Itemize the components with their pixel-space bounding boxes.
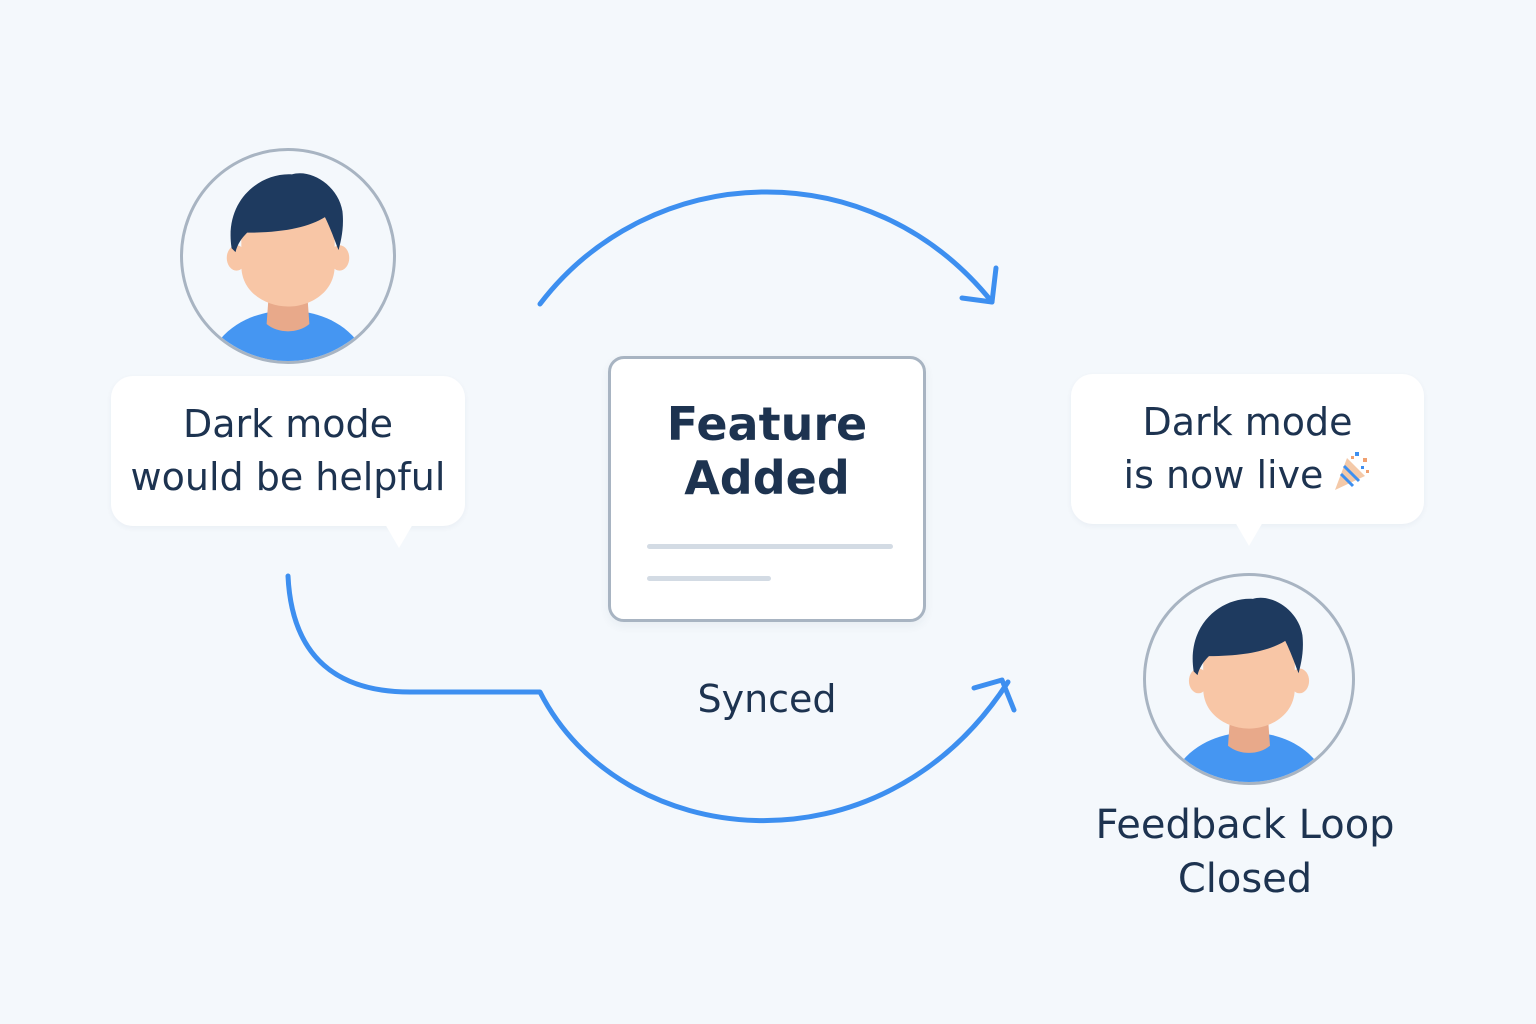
feature-added-card: Feature Added — [608, 356, 926, 622]
card-placeholder-line-short — [647, 576, 771, 581]
feature-title-line-1: Feature — [666, 397, 868, 451]
bubble-tail — [385, 524, 413, 548]
notified-user-avatar — [1143, 573, 1355, 785]
request-line-2: would be helpful — [130, 455, 446, 499]
closed-line-1: Feedback Loop — [1095, 802, 1395, 848]
requesting-user-avatar — [180, 148, 396, 364]
announcement-line-2-wrap: is now live — [1071, 449, 1424, 502]
announcement-line-1: Dark mode — [1142, 400, 1353, 444]
top-arrowhead — [959, 265, 999, 305]
feature-title-line-2: Added — [684, 451, 850, 505]
user-icon — [219, 173, 357, 361]
card-placeholder-line — [647, 544, 893, 549]
closed-line-2: Closed — [1177, 856, 1313, 902]
bottom-arrowhead — [971, 677, 1017, 713]
announcement-bubble: Dark mode is now live — [1071, 374, 1424, 546]
bubble-tail — [1235, 522, 1263, 546]
request-line-1: Dark mode — [182, 402, 394, 446]
bottom-loop-arrow — [285, 573, 1011, 823]
announcement-line-2: is now live — [1123, 453, 1324, 497]
party-popper-icon — [1335, 452, 1370, 490]
feature-card-title: Feature Added — [611, 397, 923, 505]
top-arc-arrow — [537, 189, 995, 307]
feedback-loop-closed-label: Feedback Loop Closed — [1060, 798, 1430, 906]
synced-label: Synced — [697, 677, 837, 721]
user-icon — [1182, 597, 1316, 782]
user-request-bubble: Dark mode would be helpful — [111, 376, 465, 548]
